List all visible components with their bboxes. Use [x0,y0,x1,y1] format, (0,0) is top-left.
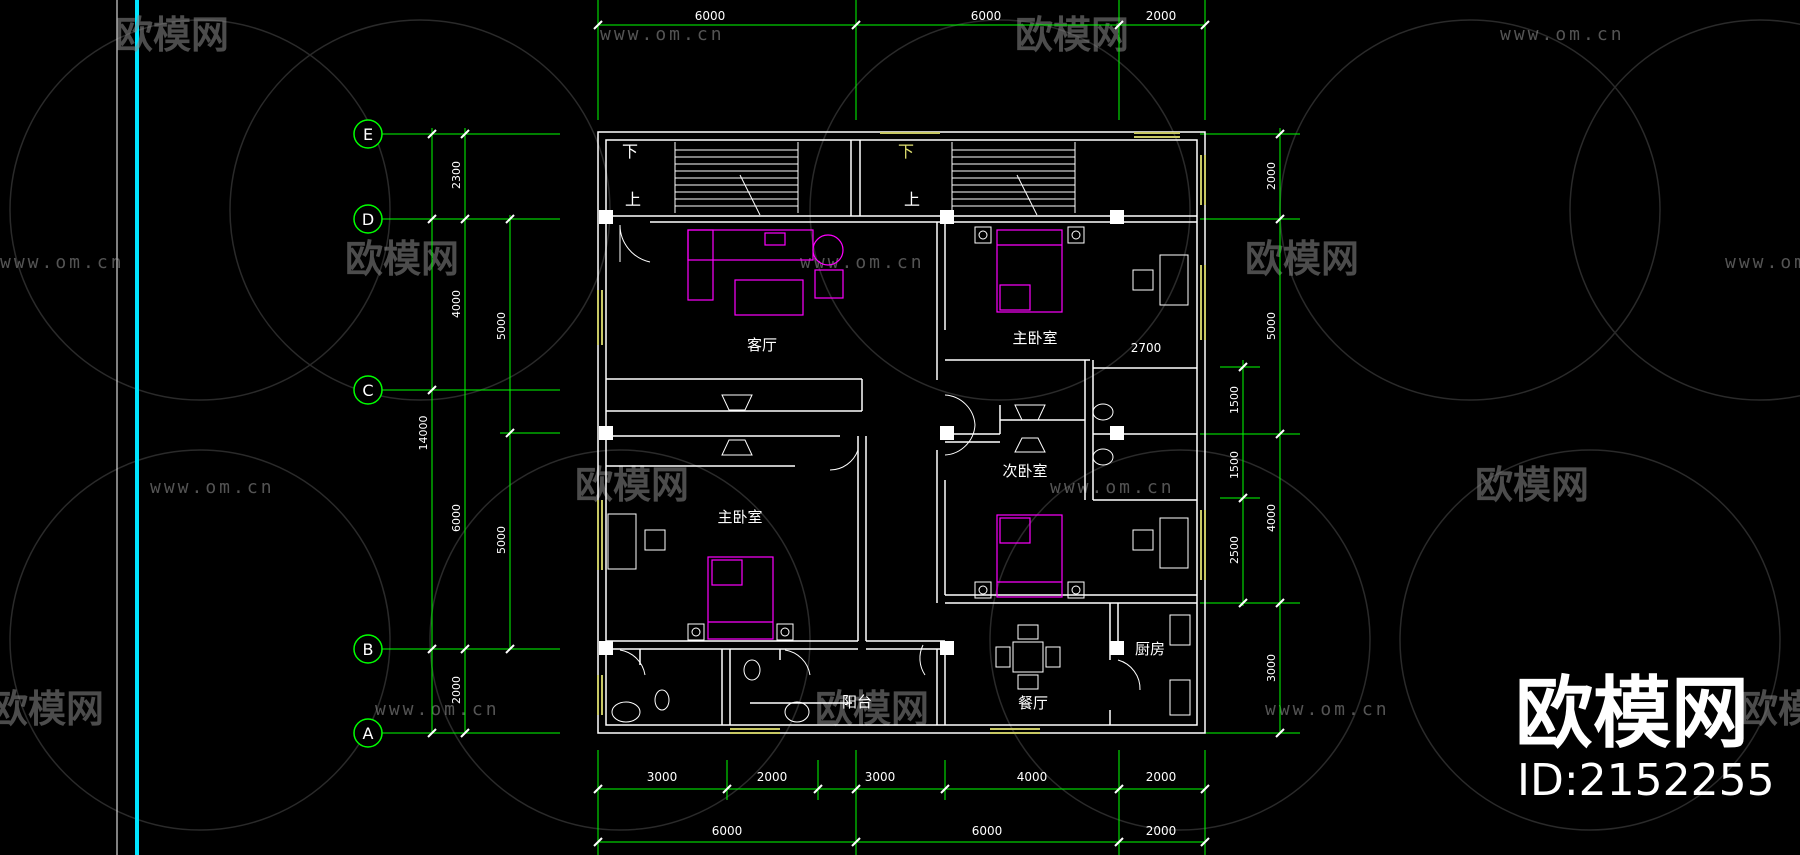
room-master-bed-sw: 主卧室 [717,508,762,526]
dimension-ticks [427,20,1285,847]
watermark-url: www.om.cn [150,477,275,498]
doors [619,224,1141,691]
dim-top-1: 6000 [695,9,726,23]
cyan-guide-lines [116,0,139,855]
dim-bottom-total-1: 6000 [712,824,743,838]
dim-bottom-1: 3000 [647,770,678,784]
dim-left-total: 14000 [417,416,430,451]
room-labels: 客厅 主卧室 主卧室 次卧室 厨房 餐厅 阳台 [717,329,1165,712]
furniture-bed-sw [707,556,774,640]
dim-left-1: 2300 [450,161,463,189]
watermark-url: www.om.cn [0,252,125,273]
dim-bottom-3: 3000 [865,770,896,784]
dim-left-3: 6000 [450,504,463,532]
dim-right-inner-3: 2500 [1228,536,1241,564]
dim-bottom-total-2: 6000 [972,824,1003,838]
brand-logo: 欧模网 [1515,669,1749,759]
room-master-bed-ne: 主卧室 [1012,329,1057,347]
watermark-logo: 欧模网 [1740,687,1800,731]
watermark-url: www.om.cn [600,24,725,45]
watermark-logo: 欧模网 [1245,237,1359,281]
dim-top-3: 2000 [1146,9,1177,23]
dimension-lines [370,0,1300,855]
watermark-url: www.om.cn [1725,252,1800,273]
axis-C: C [362,381,373,400]
room-kitchen: 厨房 [1135,640,1165,658]
furniture-bed-ne [996,229,1063,313]
watermark-logo: 欧模网 [815,687,929,731]
dim-right-inner-2: 1500 [1228,451,1241,479]
stairs [674,142,1076,216]
watermark-url: www.om.cn [1265,699,1390,720]
dimension-texts: 6000 6000 2000 3000 2000 3000 4000 2000 … [417,9,1278,838]
furniture-white [607,226,1191,723]
brand-mark: 欧模网 ID:2152255 [1515,669,1775,806]
axis-bubbles: E D C B A [353,119,383,748]
dim-right-2: 5000 [1265,312,1278,340]
axis-D: D [362,210,374,229]
dim-right-3: 4000 [1265,504,1278,532]
watermark-circles [9,19,1800,831]
watermarks: 欧模网 www.om.cn 欧模网 www.om.cn www.om.cn 欧模… [0,13,1800,731]
dim-bottom-total-3: 2000 [1146,824,1177,838]
watermark-logo: 欧模网 [1475,463,1589,507]
room-balcony: 阳台 [842,693,872,711]
furniture-bed-se [996,514,1063,598]
stair-marks: 下 上 下 上 [622,142,920,209]
watermark-url: www.om.cn [800,252,925,273]
axis-A: A [363,724,374,743]
dim-bottom-4: 4000 [1017,770,1048,784]
watermark-logo: 欧模网 [575,463,689,507]
room-second-bed: 次卧室 [1002,462,1047,480]
room-dining: 餐厅 [1018,694,1048,712]
dim-left-4: 2000 [450,676,463,704]
watermark-logo: 欧模网 [0,687,104,731]
dim-right-4: 3000 [1265,654,1278,682]
watermark-url: www.om.cn [375,699,500,720]
brand-id: ID:2152255 [1517,755,1775,806]
dim-right-1: 2000 [1265,162,1278,190]
watermark-url: www.om.cn [1050,477,1175,498]
walls [597,131,1206,734]
stair-up-right: 上 [904,190,920,209]
dim-left-2: 4000 [450,290,463,318]
stair-down-left: 下 [622,142,638,161]
windows [597,132,1206,734]
dim-right-inner-1: 1500 [1228,386,1241,414]
axis-B: B [363,640,374,659]
dim-bottom-2: 2000 [757,770,788,784]
furniture-sofa [687,229,844,316]
watermark-url: www.om.cn [1500,24,1625,45]
stair-up-left: 上 [625,190,641,209]
dim-top-2: 6000 [971,9,1002,23]
watermark-logo: 欧模网 [345,237,459,281]
dim-left-inner-2: 5000 [495,526,508,554]
dim-bottom-5: 2000 [1146,770,1177,784]
axis-E: E [363,125,373,144]
watermark-logo: 欧模网 [115,13,229,57]
watermark-logo: 欧模网 [1015,13,1129,57]
stair-down-right: 下 [898,142,914,161]
dim-left-inner-1: 5000 [495,312,508,340]
dim-internal: 2700 [1131,341,1162,355]
room-living: 客厅 [747,336,777,354]
columns [599,210,1124,655]
